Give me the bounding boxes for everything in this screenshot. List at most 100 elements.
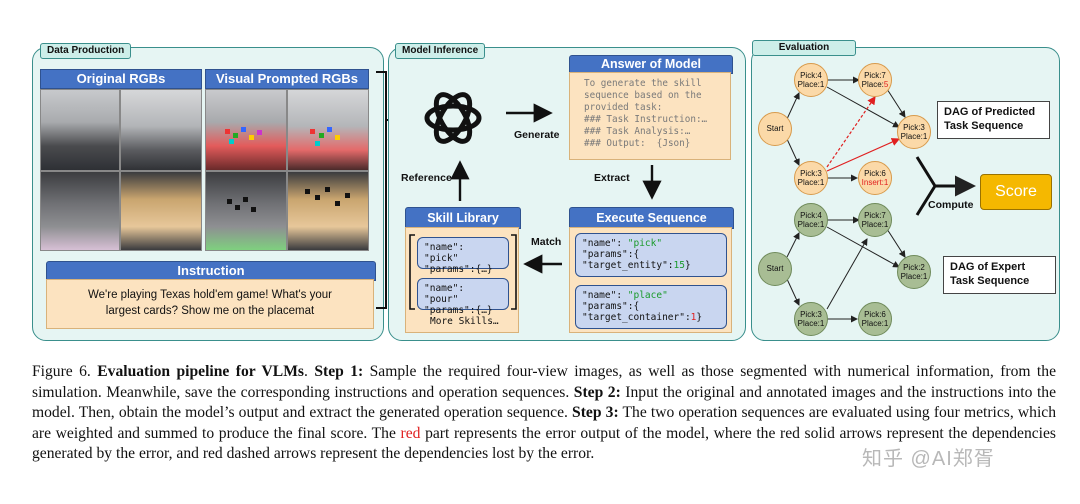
execute-step-place: "name": "place" "params":{ "target_conta… (575, 285, 727, 329)
exec2-param-key: "target_container": (582, 312, 691, 323)
answer-line-6: ### Output: {Json} (584, 138, 707, 150)
skill-bracket (409, 234, 517, 310)
skill-pour: "name": "pour" "params":{…} (417, 278, 509, 316)
exec2-line2: "params":{ (582, 301, 640, 312)
expert-node-start: Start (758, 252, 792, 286)
extract-label: Extract (594, 172, 630, 184)
original-rgb-image-1 (40, 89, 120, 171)
pred-n2-place-line: Place:5 (862, 80, 889, 90)
answer-line-3: provided task: (584, 102, 663, 113)
exec1-line3: "target_entity":15} (582, 260, 720, 271)
exec2-close: } (696, 312, 703, 323)
caption-step3: Step 3: (572, 404, 619, 422)
expert-n3-pick: Pick:2 (903, 262, 925, 272)
evaluation-tab: Evaluation (752, 40, 856, 56)
model-arrows (450, 103, 662, 274)
exec1-name-value: "pick" (627, 238, 663, 249)
skill-pick-params: "params":{…} (424, 264, 493, 275)
exec2-name-key: "name": (582, 290, 628, 301)
caption-step2: Step 2: (573, 383, 621, 401)
pred-n1-pick: Pick:4 (800, 70, 822, 80)
skill-pour-params: "params":{…} (424, 305, 493, 316)
caption-text3: The two operation sequences are evaluate… (32, 404, 1056, 442)
compute-label: Compute (928, 199, 974, 211)
instruction-box (46, 279, 374, 329)
skill-pick: "name": "pick" "params":{…} (417, 237, 509, 275)
data-production-tab: Data Production (40, 43, 132, 59)
exec2-param-value: 1 (690, 312, 697, 323)
expert-n4-place: Place:1 (797, 319, 825, 328)
pred-n4-place: Place:1 (797, 178, 825, 187)
prompted-rgbs-header: Visual Prompted RGBs (205, 69, 369, 89)
prompted-markers (225, 127, 350, 212)
expert-n5-place: Place:1 (861, 319, 889, 328)
pred-n2-place: Place: (861, 80, 884, 89)
generate-label: Generate (514, 129, 560, 141)
pred-node-start: Start (758, 112, 792, 146)
exec2-name-value: "place" (627, 290, 668, 301)
caption-step1: Step 1: (314, 363, 364, 380)
exec1-param-key: "target_entity": (582, 260, 674, 271)
original-rgb-image-4 (120, 171, 202, 251)
reference-label: Reference (401, 172, 452, 184)
exec1-line2: "params":{ (582, 249, 640, 260)
model-inference-tab: Model Inference (395, 43, 486, 59)
predicted-dag-title: DAG of Predicted Task Sequence (937, 101, 1050, 139)
expert-n3-place: Place:1 (900, 272, 928, 281)
skill-pour-name: "name": "pour" (424, 283, 465, 305)
skill-pick-name: "name": "pick" (424, 242, 465, 264)
instruction-text: We're playing Texas hold'em game! What's… (88, 289, 332, 317)
answer-box (569, 72, 731, 160)
watermark: 知乎 @AI郑胥 (862, 448, 995, 470)
pred-n2-pick: Pick:7 (864, 70, 886, 80)
caption-title: Evaluation pipeline for VLMs (97, 363, 304, 380)
more-skills-text: More Skills… (430, 316, 499, 327)
caption-fig: Figure 6. (32, 363, 98, 380)
expert-n2-pick: Pick:7 (864, 210, 886, 220)
pred-n3-pick: Pick:3 (903, 122, 925, 132)
exec2-line1: "name": "place" (582, 290, 720, 301)
caption-text4: part represents the error output of the … (32, 424, 1056, 463)
pred-n1-place: Place:1 (797, 80, 825, 89)
expert-n2-place: Place:1 (861, 220, 889, 229)
caption-text2: Input the original and annotated images … (32, 383, 1057, 422)
exec1-close: } (684, 260, 691, 271)
instruction-header: Instruction (46, 261, 376, 281)
pred-n4-pick: Pick:3 (800, 168, 822, 178)
caption-after-title: . (304, 363, 315, 380)
original-rgb-image-3 (40, 171, 120, 251)
expert-n4-pick: Pick:3 (800, 309, 822, 319)
expert-n1-pick: Pick:4 (800, 210, 822, 220)
exec2-line3: "target_container":1} (582, 312, 720, 323)
expert-dag-title: DAG of Expert Task Sequence (943, 256, 1056, 294)
score-box: Score (980, 174, 1052, 210)
answer-line-1: To generate the skill (584, 78, 702, 89)
execute-step-pick: "name": "pick" "params":{ "target_entity… (575, 233, 727, 277)
exec1-name-key: "name": (582, 238, 628, 249)
caption-text1: Sample the required four-view images, as… (32, 363, 1056, 401)
prompted-rgb-image-3 (205, 171, 287, 251)
answer-output-text: ### Output: {Json} (584, 138, 691, 149)
answer-line-2: sequence based on the (584, 90, 702, 101)
execute-header: Execute Sequence (569, 207, 734, 229)
expert-n5-pick: Pick:6 (864, 309, 886, 319)
exec1-param-value: 15 (673, 260, 685, 271)
caption-red: red (400, 424, 421, 442)
expert-n1-place: Place:1 (797, 220, 825, 229)
match-label: Match (531, 236, 562, 248)
exec1-line1: "name": "pick" (582, 238, 720, 249)
pred-n2-place-error: 5 (883, 80, 889, 89)
prompted-rgb-image-4 (287, 171, 369, 251)
figure-caption: Figure 6. Evaluation pipeline for VLMs. … (32, 362, 1056, 465)
original-rgbs-header: Original RGBs (40, 69, 202, 89)
